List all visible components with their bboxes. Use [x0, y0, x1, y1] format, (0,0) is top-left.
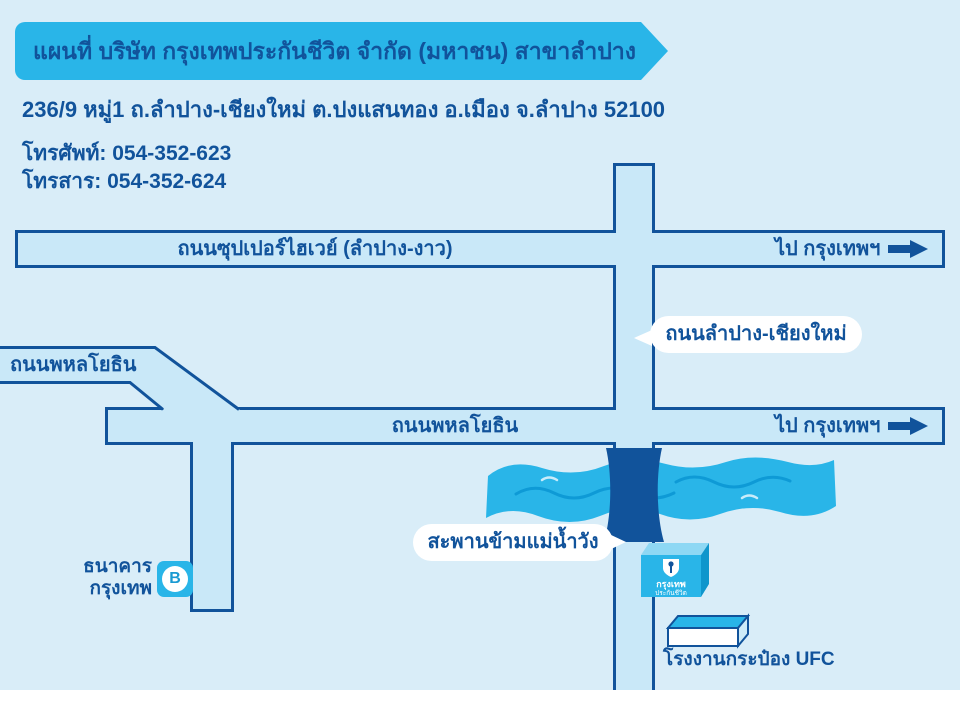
- title-banner: [15, 22, 641, 80]
- to-bangkok-label-top: ไป กรุงเทพฯ: [775, 238, 881, 260]
- page-title: แผนที่ บริษัท กรุงเทพประกันชีวิต จำกัด (…: [33, 38, 637, 64]
- fax-line: โทรสาร: 054-352-624: [22, 170, 227, 193]
- bridge: [604, 448, 664, 542]
- building-top-face: [641, 543, 709, 555]
- bangkok-bank-logo-icon: B: [162, 566, 188, 592]
- superhighway-label: ถนนซุปเปอร์ไฮเวย์ (ลำปาง-งาว): [177, 238, 453, 260]
- road-phahonyothin: [105, 407, 945, 445]
- right-arrow-icon: [888, 240, 928, 258]
- title-banner-arrow-tip: [641, 22, 668, 80]
- road-edge-line: [0, 381, 164, 411]
- road-junction-patch-bottom: [616, 407, 652, 445]
- footer-strip: [0, 690, 960, 722]
- bangkok-bank-label-line2: กรุงเทพ: [89, 578, 152, 599]
- phone-line: โทรศัพท์: 054-352-623: [22, 142, 232, 165]
- bridge-shape: [604, 448, 664, 542]
- shield-emblem: [668, 561, 674, 567]
- wang-river: [486, 457, 836, 522]
- ufc-factory-label: โรงงานกระป๋อง UFC: [663, 649, 835, 670]
- bangkok-life-building: กรุงเทพ ประกันชีวิต: [641, 543, 709, 597]
- road-phahonyothin-west-fill: [0, 346, 240, 410]
- ufc-factory-building: [665, 613, 751, 649]
- road-stub-south: [190, 445, 234, 612]
- callout-wang-river-bridge: สะพานข้ามแม่น้ำวัง: [413, 524, 613, 561]
- building-side-face: [701, 543, 709, 597]
- road-phahonyothin-west: [0, 346, 240, 411]
- callout-tail: [609, 534, 626, 550]
- shield-emblem: [670, 566, 672, 573]
- to-bangkok-label-bottom: ไป กรุงเทพฯ: [775, 415, 881, 437]
- road-edge-line: [0, 346, 240, 411]
- phahonyothin-west-label: ถนนพหลโยธิน: [10, 354, 137, 376]
- factory-top-face: [665, 615, 751, 629]
- river-body: [486, 457, 836, 522]
- bangkok-life-wordmark-line2: ประกันชีวิต: [655, 589, 687, 597]
- phahonyothin-label: ถนนพหลโยธิน: [391, 415, 519, 437]
- factory-front-face: [667, 627, 739, 647]
- callout-tail: [634, 330, 652, 346]
- road-junction-patch-top: [616, 230, 652, 268]
- bangkok-life-wordmark-line1: กรุงเทพ: [656, 579, 686, 590]
- right-arrow-icon: [888, 417, 928, 435]
- address-line: 236/9 หมู่1 ถ.ลำปาง-เชียงใหม่ ต.ปงแสนทอง…: [22, 97, 666, 122]
- callout-lampang-chiangmai: ถนนลำปาง-เชียงใหม่: [650, 316, 862, 353]
- river-wave-line: [674, 475, 792, 489]
- road-junction-patch-stub: [193, 437, 231, 448]
- bangkok-bank-label: ธนาคาร กรุงเทพ: [78, 556, 152, 600]
- bangkok-bank-label-line1: ธนาคาร: [83, 556, 152, 577]
- road-superhighway: [15, 230, 945, 268]
